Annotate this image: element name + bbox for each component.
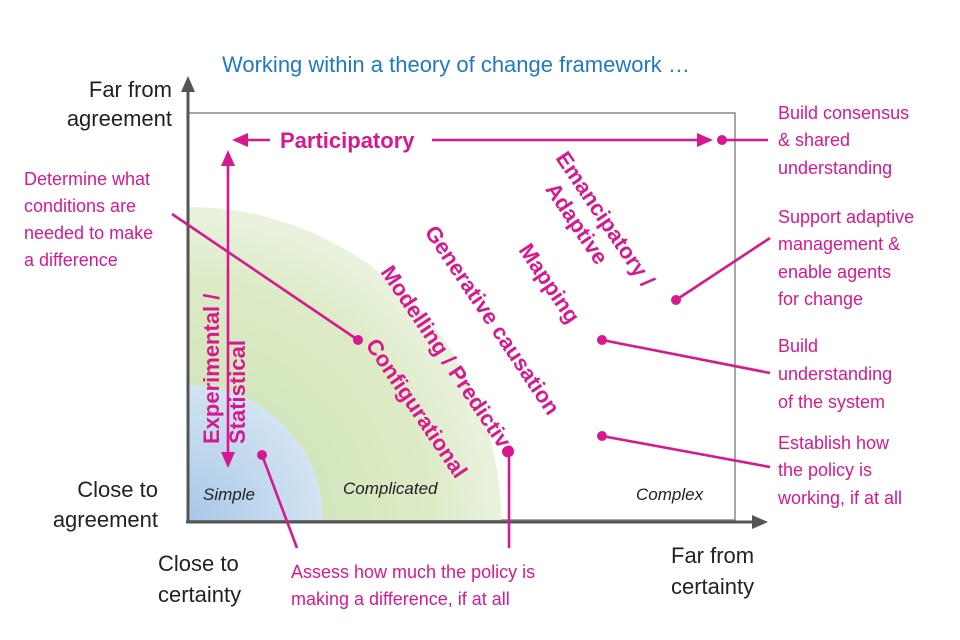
approach-mapping: Mapping [514, 239, 585, 328]
y-axis-bottom-label-line2: agreement [53, 507, 158, 532]
simple-zone [188, 385, 323, 520]
y-axis-bottom-label-line1: Close to [77, 477, 158, 502]
build-consensus-line1: Build consensus [778, 103, 909, 123]
x-axis-left-label-line1: Close to [158, 551, 239, 576]
y-axis-arrowhead [181, 76, 195, 92]
assess-how-dot-left [257, 450, 267, 460]
zone-label-complicated: Complicated [343, 479, 438, 498]
establish-how-line3: working, if at all [777, 488, 902, 508]
support-adaptive-connector [675, 236, 771, 302]
establish-how-line1: Establish how [778, 433, 890, 453]
y-axis-top-label-line2: agreement [67, 106, 172, 131]
build-understanding-connector [601, 338, 771, 375]
build-understanding-line2: understanding [778, 364, 892, 384]
x-axis-arrowhead [752, 515, 768, 529]
determine-what-line2: conditions are [24, 196, 136, 216]
build-understanding-line3: of the system [778, 392, 885, 412]
zone-label-complex: Complex [636, 485, 704, 504]
participatory-arrowhead-right [697, 133, 713, 147]
build-consensus-line2: & shared [778, 130, 850, 150]
establish-how-dot [597, 431, 607, 441]
support-adaptive-line4: for change [778, 289, 863, 309]
participatory-arrowhead-left [232, 133, 248, 147]
experimental-arrowhead-bottom [221, 452, 235, 468]
build-understanding-line1: Build [778, 336, 818, 356]
establish-how-connector [601, 434, 771, 469]
experimental-arrowhead-top [221, 150, 235, 166]
approach-experimental-line1: Experimental / [199, 294, 224, 444]
determine-what-line1: Determine what [24, 169, 150, 189]
zone-label-simple: Simple [203, 485, 255, 504]
support-adaptive-dot [671, 295, 681, 305]
y-axis-top-label-line1: Far from [89, 77, 172, 102]
determine-what-line4: a difference [24, 250, 118, 270]
approach-participatory: Participatory [280, 128, 415, 153]
assess-how-dot-right [504, 447, 514, 457]
assess-how-connector-left [260, 454, 299, 549]
determine-what-line3: needed to make [24, 223, 153, 243]
determine-what-connector [171, 212, 359, 342]
assess-how-line1: Assess how much the policy is [291, 562, 535, 582]
support-adaptive-line2: management & [778, 234, 900, 254]
assess-how-line2: making a difference, if at all [291, 589, 510, 609]
establish-how-line2: the policy is [778, 460, 872, 480]
x-axis-right-label-line2: certainty [671, 574, 754, 599]
approach-experimental-statistical: Experimental / Statistical [199, 294, 250, 444]
x-axis-left-label-line2: certainty [158, 582, 241, 607]
determine-what-dot [353, 335, 363, 345]
x-axis-right-label-line1: Far from [671, 543, 754, 568]
build-consensus-line3: understanding [778, 158, 892, 178]
build-understanding-dot [597, 335, 607, 345]
diagram-title: Working within a theory of change framew… [222, 52, 690, 77]
support-adaptive-line3: enable agents [778, 262, 891, 282]
support-adaptive-line1: Support adaptive [778, 207, 914, 227]
approach-experimental-line2: Statistical [225, 340, 250, 444]
